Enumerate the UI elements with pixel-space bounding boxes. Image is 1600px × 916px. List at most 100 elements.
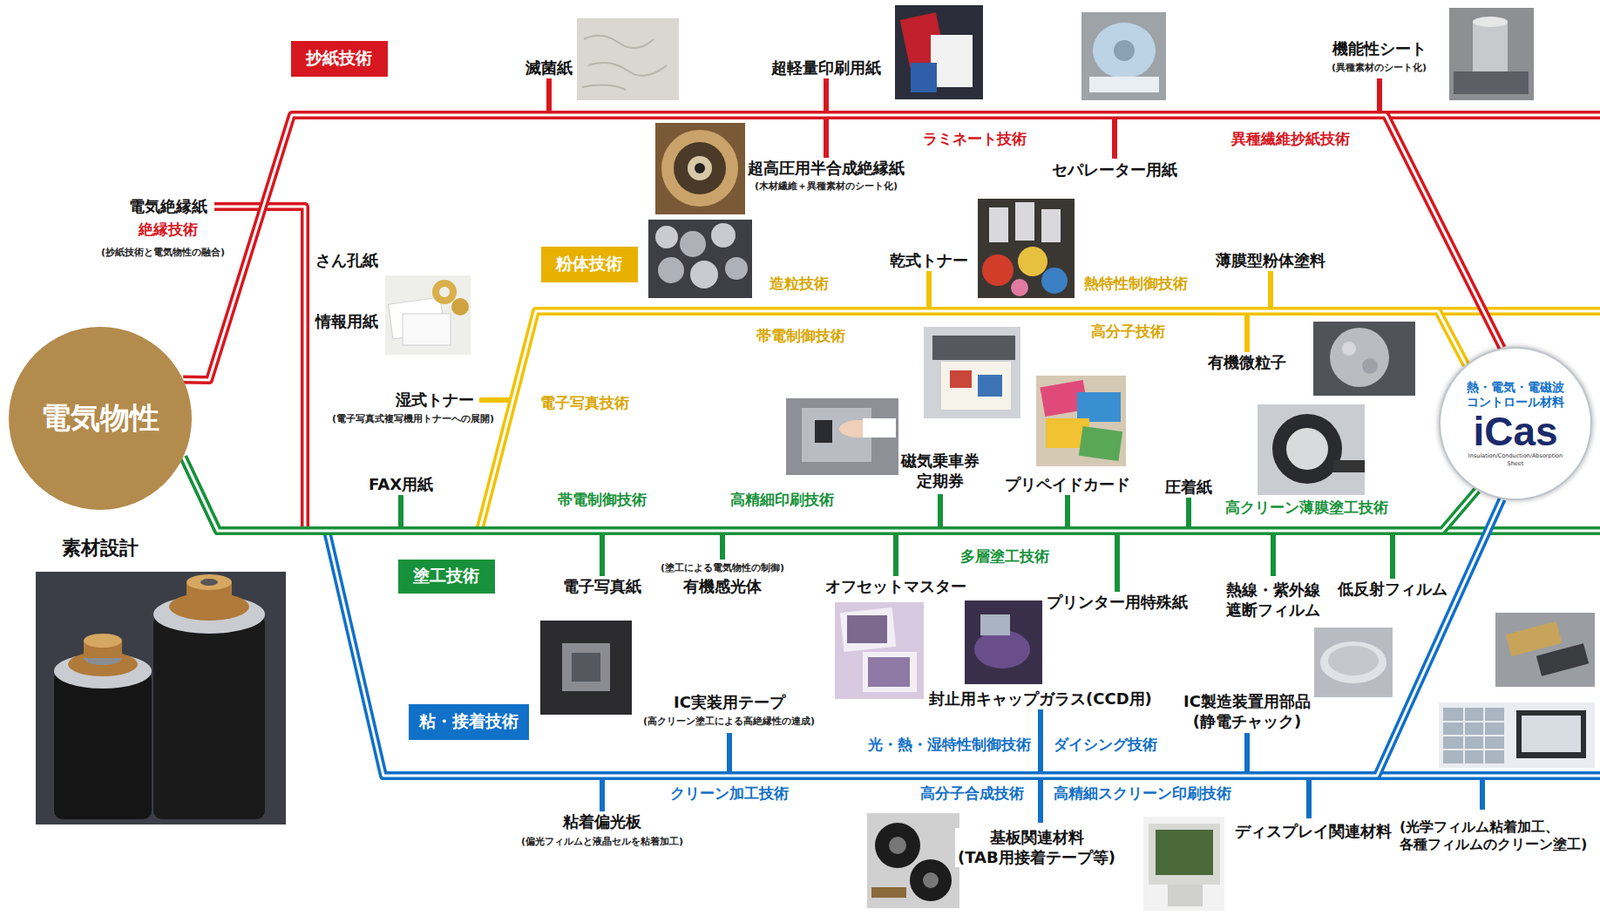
node-text: 抄紙技術 [305,47,373,70]
station-label: (光学フィルム粘着加工、 各種フィルムのクリーン塗工) [1397,818,1592,854]
art-shape [1516,710,1587,759]
art-shape [989,207,1009,243]
art-shape [1272,413,1343,484]
art-shape [923,326,1021,419]
station-label: 薄膜型粉体塗料 [1213,250,1328,272]
art-shape [1479,779,1485,810]
art-shape [949,370,972,388]
art-shape [1081,12,1167,101]
photo [834,602,924,699]
art-shape [679,230,706,258]
art-shape [862,651,917,692]
station-label: 高分子技術 [1089,322,1167,341]
art-shape [1114,535,1120,592]
technology-box: 粉体技術 [541,246,638,283]
photo [1495,612,1595,687]
art-shape [540,620,632,715]
route-line-inner [183,456,1503,776]
art-shape [937,494,943,527]
art-shape [1495,612,1595,687]
art-shape [1442,526,1600,536]
art-shape [888,836,907,855]
art-shape [823,119,829,158]
art-shape [1010,278,1029,297]
art-shape [1113,40,1135,62]
art-shape [1329,327,1390,387]
art-shape [1092,22,1156,79]
station-label: 封止用キャップガラス(CCD用) [927,689,1154,710]
art-shape [451,298,469,316]
route-line-outer [183,456,1478,531]
art-shape [980,614,1011,636]
station-label: 高精細スクリーン印刷技術 [1051,784,1234,803]
node-text: 粘・接着技術 [419,710,519,733]
route-line-outer [183,311,1466,531]
photo [867,813,960,909]
art-shape [1015,202,1035,241]
art-shape [83,633,123,648]
art-shape [719,535,726,560]
photo [35,571,286,825]
photo [1257,404,1365,495]
art-shape [1306,779,1312,819]
station-label: ラミネート技術 [921,129,1029,149]
art-shape [1505,621,1563,658]
route-line [183,311,1466,531]
station-label: プリペイドカード [1003,474,1133,495]
art-shape [1155,829,1214,875]
art-shape [562,643,611,692]
art-shape [571,652,601,682]
art-shape [1186,497,1192,527]
art-shape [893,535,899,577]
art-shape [977,198,1075,299]
art-shape [862,418,896,438]
station-label: 湿式トナー [393,390,476,411]
station-label: 滅菌紙 [523,58,575,79]
art-shape [786,398,899,475]
art-shape [1443,707,1505,764]
art-shape [1314,627,1393,698]
art-shape [1089,76,1160,93]
art-shape [599,779,605,812]
photo [1449,7,1534,101]
art-shape [1111,119,1118,159]
art-shape [402,313,451,346]
art-shape [1037,709,1044,823]
art-shape [1328,645,1379,676]
photo [1314,627,1393,698]
art-shape [1437,306,1600,316]
art-shape [673,142,726,195]
station-label: 熱線・紫外線 遮断フィルム [1223,580,1323,620]
station-label: 粘着偏光板 [561,812,644,833]
art-shape [1442,529,1600,533]
art-shape [1342,341,1356,356]
art-shape [1385,114,1600,117]
art-shape [1376,78,1383,111]
art-shape [1036,375,1126,467]
art-shape [1041,267,1068,294]
photo [540,620,632,715]
node-text: 電気物性 [40,398,160,439]
station-label: ダイシング技術 [1051,735,1160,754]
art-shape [1244,315,1250,353]
station-label: 熱特性制御技術 [1082,274,1190,293]
art-shape [874,822,921,868]
art-shape [582,35,667,90]
technology-box: 粘・接着技術 [408,704,529,740]
route-line-outer [183,115,1503,380]
photo [964,600,1043,685]
art-shape [1376,774,1600,778]
node-text: 塗工技術 [413,564,480,588]
station-label: (異種素材のシート化) [1329,61,1429,75]
station-label: 造粒技術 [767,274,831,293]
station-label: 光・熱・湿特性制御技術 [866,735,1033,754]
art-shape [385,275,471,355]
art-shape [941,361,1011,410]
station-label: 超軽量印刷用紙 [769,58,883,79]
art-shape [35,571,286,825]
art-shape [186,574,232,590]
art-shape [657,257,685,284]
station-label: (偏光フィルムと液晶セルを粘着加工) [519,835,685,848]
art-shape [909,859,952,902]
photo [786,398,899,475]
